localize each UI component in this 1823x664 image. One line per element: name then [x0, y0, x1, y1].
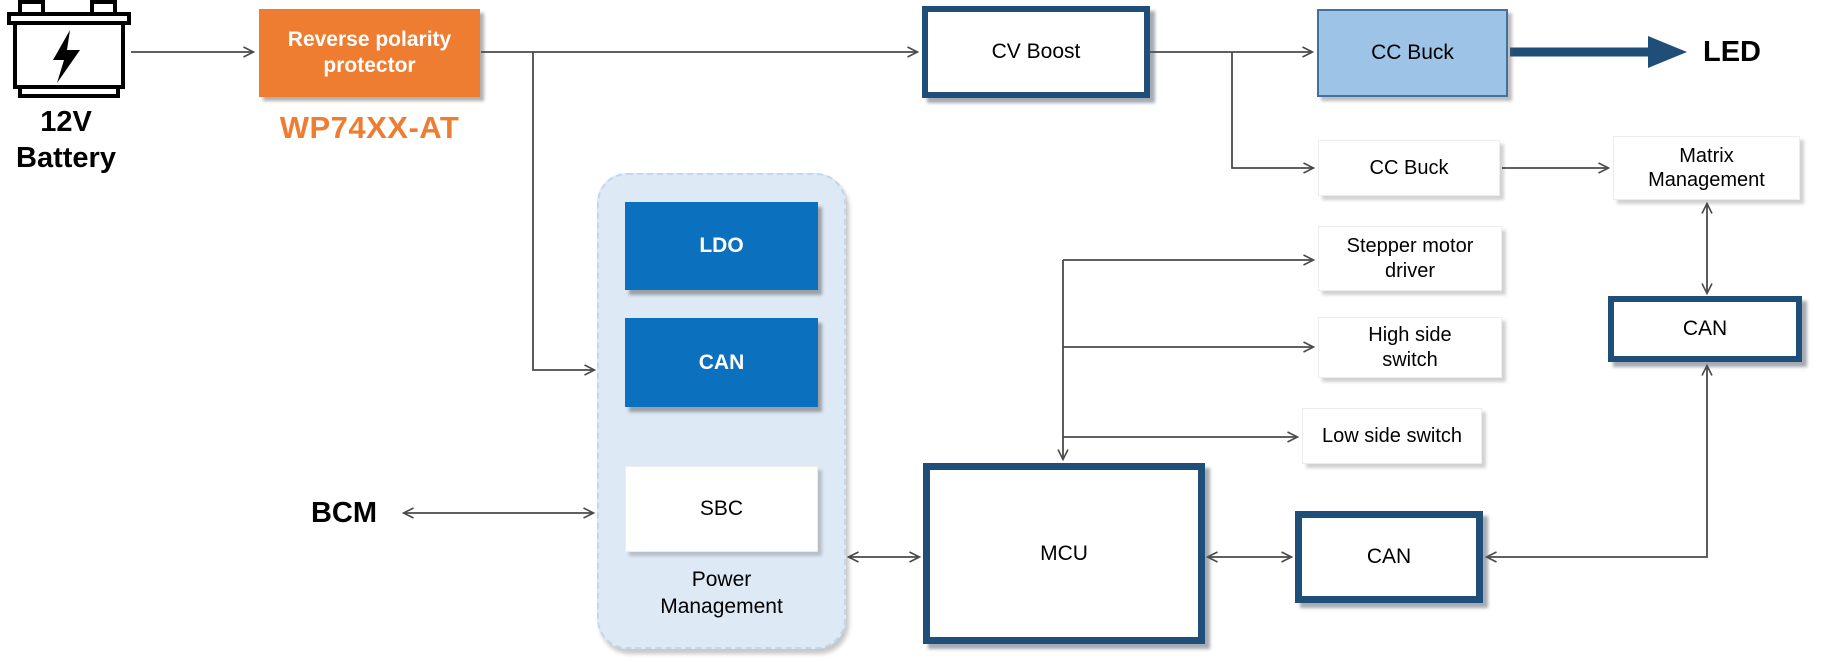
power-management-label: Power Management [660, 567, 783, 618]
stepper-motor-driver-block: Stepper motor driver [1318, 226, 1502, 291]
led-arrow [1510, 36, 1687, 68]
can-matrix-block: CAN [1608, 296, 1802, 362]
reverse-polarity-protector-block: Reverse polarity protector [259, 9, 480, 97]
high-side-switch-block: High side switch [1318, 317, 1502, 378]
lightning-bolt-icon [53, 30, 80, 83]
part-number-label: WP74XX-AT [279, 110, 460, 145]
led-label: LED [1703, 35, 1761, 68]
bcm-label: BCM [310, 496, 378, 529]
cc-buck-led-block: CC Buck [1317, 9, 1508, 97]
battery-label: 12V Battery [16, 105, 116, 174]
sbc-block: SBC [625, 466, 818, 552]
battery-icon [7, 0, 131, 98]
can-mcu-block: CAN [1295, 511, 1483, 603]
ldo-block: LDO [625, 202, 818, 290]
low-side-switch-block: Low side switch [1302, 408, 1482, 464]
cv-boost-block: CV Boost [922, 6, 1150, 98]
cc-buck-matrix-block: CC Buck [1318, 140, 1500, 196]
matrix-management-block: Matrix Management [1613, 136, 1800, 200]
mcu-block: MCU [923, 463, 1205, 644]
can-pm-block: CAN [625, 318, 818, 407]
